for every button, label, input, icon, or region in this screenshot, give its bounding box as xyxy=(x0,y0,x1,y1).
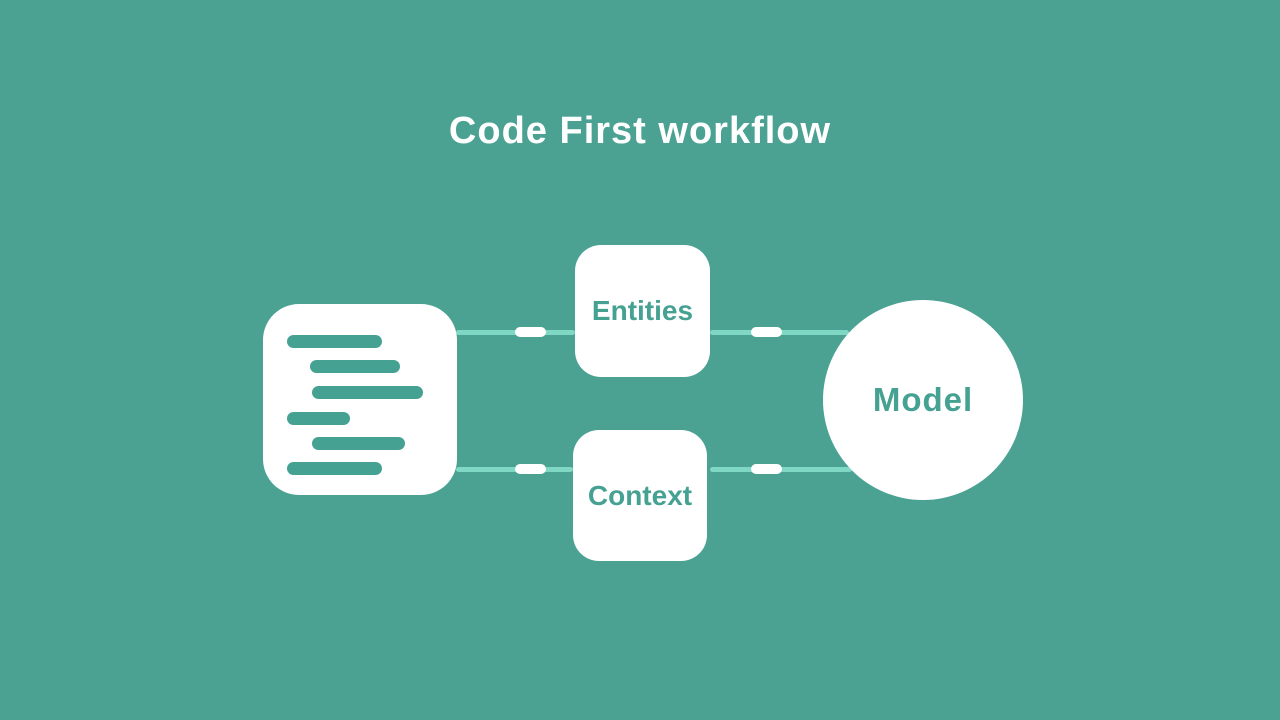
code-line xyxy=(287,462,382,475)
context-label: Context xyxy=(587,479,693,511)
entities-node: Entities xyxy=(575,245,710,377)
model-label: Model xyxy=(872,381,974,418)
code-lines-icon xyxy=(263,304,457,495)
code-line xyxy=(287,412,350,425)
entities-label: Entities xyxy=(591,295,694,326)
code-line xyxy=(312,437,405,450)
connector-dash xyxy=(515,327,546,337)
slide-title: Code First workflow xyxy=(448,110,832,152)
context-node: Context xyxy=(573,430,707,561)
connector-dash xyxy=(515,464,546,474)
connector-dash xyxy=(751,464,782,474)
code-file-node xyxy=(263,304,457,495)
connector-code-context xyxy=(456,467,573,472)
connector-dash xyxy=(751,327,782,337)
code-line xyxy=(312,386,423,399)
code-line xyxy=(287,335,382,348)
model-node: Model xyxy=(823,300,1023,500)
code-line xyxy=(310,360,400,373)
